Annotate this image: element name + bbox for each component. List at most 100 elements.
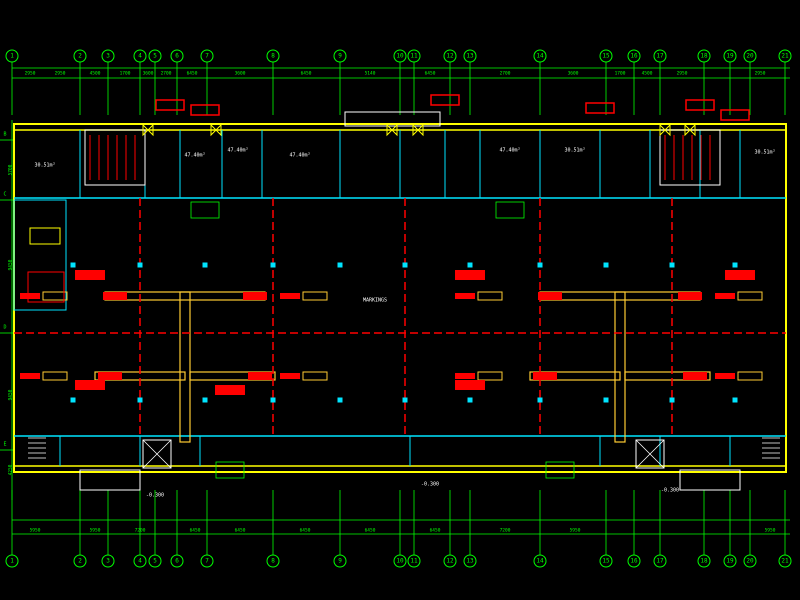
axis-label-top: 16 (630, 53, 638, 60)
equipment-tag (725, 270, 755, 280)
axis-label-left: B (3, 132, 6, 138)
axis-bubble-top (333, 49, 347, 63)
annotation-block (215, 461, 245, 479)
axis-bubble-bottom (533, 554, 547, 568)
axis-label-bottom: 18 (700, 558, 708, 565)
shaft-box (635, 439, 665, 469)
branch-duct (529, 371, 621, 381)
axis-label-bottom: 9 (338, 558, 342, 565)
axis-label-left: C (3, 192, 6, 198)
fan-coil-unit (280, 373, 300, 379)
axis-label-bottom: 6 (175, 558, 179, 565)
column-marker (732, 397, 738, 403)
dim-text-bottom: 5950 (30, 528, 41, 534)
axis-bubble-top (778, 49, 792, 63)
equipment-tag (455, 380, 485, 390)
axis-bubble-bottom (148, 554, 162, 568)
axis-bubble-top (407, 49, 421, 63)
dim-text-bottom: 5950 (765, 528, 776, 534)
branch-duct (624, 371, 711, 381)
drawing-text-labels: 1122334455667788991010111112121313141415… (3, 53, 789, 565)
column-marker (537, 397, 543, 403)
top-equipment-tag (430, 94, 460, 106)
equipment-markers (14, 94, 786, 436)
diffuser-unit (678, 292, 702, 300)
dim-text-left: 9450 (8, 259, 14, 270)
axis-label-bottom: 2 (78, 558, 82, 565)
dim-text-bottom: 7200 (500, 528, 511, 534)
axis-bubble-top (697, 49, 711, 63)
axis-bubble-bottom (443, 554, 457, 568)
dim-text-top: 3600 (143, 71, 154, 77)
dim-text-top: 3600 (235, 71, 246, 77)
axis-bubble-top (723, 49, 737, 63)
fan-coil-unit (20, 373, 40, 379)
axis-bubble-bottom (133, 554, 147, 568)
terminal-box (477, 371, 503, 381)
axis-bubble-top (133, 49, 147, 63)
axis-label-top: 21 (781, 53, 789, 60)
axis-label-bottom: 8 (271, 558, 275, 565)
dim-text-left: 5700 (8, 164, 14, 175)
column-marker (669, 262, 675, 268)
hvac-ducts (42, 123, 763, 443)
room-area-label: 47.40m² (499, 148, 520, 154)
axis-bubble-bottom (200, 554, 214, 568)
axis-label-top: 15 (602, 53, 610, 60)
entry-canopy (344, 111, 441, 127)
fan-coil-unit (280, 293, 300, 299)
axis-label-top: 1 (10, 53, 14, 60)
terminal-box (302, 291, 328, 301)
axis-bubble-bottom (653, 554, 667, 568)
axis-label-top: 10 (396, 53, 404, 60)
fan-coil-unit (715, 293, 735, 299)
dim-text-top: 4500 (90, 71, 101, 77)
terminal-box (477, 291, 503, 301)
axis-bubble-top (533, 49, 547, 63)
dim-text-left: 9450 (8, 389, 14, 400)
column-marker (70, 397, 76, 403)
dim-text-top: 2950 (755, 71, 766, 77)
column-marker (137, 262, 143, 268)
branch-duct (539, 291, 701, 301)
dim-text-left: 4250 (8, 464, 14, 475)
dim-text-top: 1700 (120, 71, 131, 77)
axis-bubble-top (101, 49, 115, 63)
axis-label-left: D (3, 325, 6, 331)
axis-label-top: 8 (271, 53, 275, 60)
diffuser-unit (98, 372, 122, 380)
axis-label-bottom: 21 (781, 558, 789, 565)
column-marker (732, 262, 738, 268)
column-marker (467, 262, 473, 268)
fan-coil-unit (455, 373, 475, 379)
dim-text-bottom: 6450 (300, 528, 311, 534)
axis-label-left: E (3, 442, 6, 448)
left-note-box (29, 227, 61, 245)
axis-label-bottom: 4 (138, 558, 142, 565)
axis-bubble-top (148, 49, 162, 63)
valve-symbol (412, 123, 424, 137)
axis-bubble-top (266, 49, 280, 63)
axis-label-top: 19 (726, 53, 734, 60)
axis-label-top: 5 (153, 53, 157, 60)
axis-label-bottom: 16 (630, 558, 638, 565)
axis-bubble-top (653, 49, 667, 63)
valve-symbol (684, 123, 696, 137)
column-marker (270, 262, 276, 268)
axis-bubble-top (463, 49, 477, 63)
axis-label-top: 14 (536, 53, 544, 60)
column-marker (537, 262, 543, 268)
column-marker (603, 397, 609, 403)
room-area-label: 30.51m² (34, 163, 55, 169)
dim-text-top: 6450 (301, 71, 312, 77)
column-marker (603, 262, 609, 268)
dim-text-bottom: 6450 (365, 528, 376, 534)
fan-coil-unit (715, 373, 735, 379)
dim-text-top: 4500 (642, 71, 653, 77)
axis-label-bottom: 20 (746, 558, 754, 565)
left-note-red (27, 271, 65, 303)
axis-label-top: 4 (138, 53, 142, 60)
top-equipment-tag (155, 99, 185, 111)
dim-text-bottom: 5950 (570, 528, 581, 534)
